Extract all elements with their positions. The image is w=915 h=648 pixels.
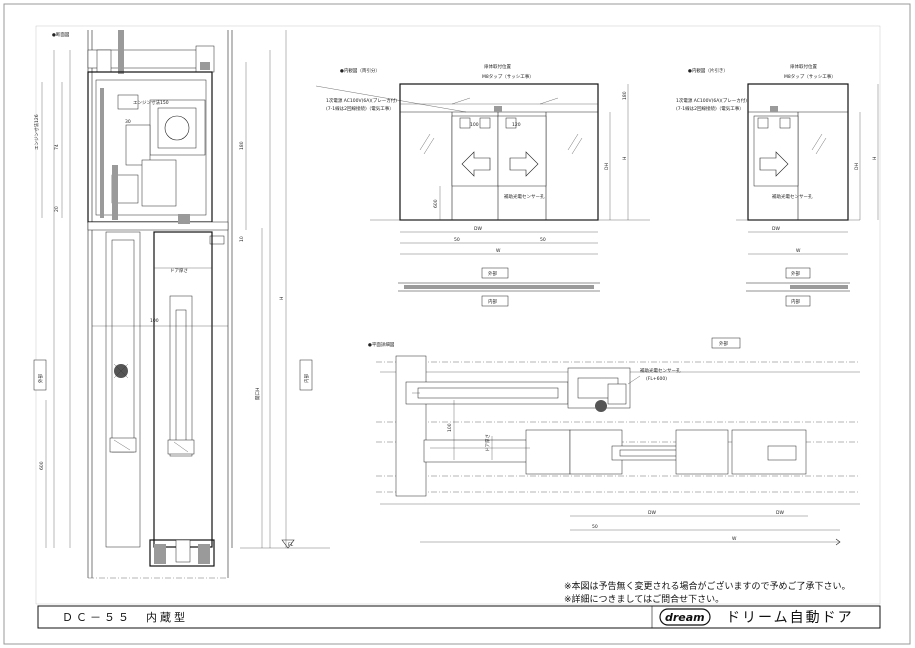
dim-180-label: 180 bbox=[239, 141, 245, 150]
elev-double-w: W bbox=[496, 248, 501, 254]
elev-double-180: 180 bbox=[622, 91, 628, 100]
plan-dim-50: 50 bbox=[592, 524, 598, 530]
dim-100-label: 100 bbox=[150, 318, 159, 324]
plan-dim-100: 100 bbox=[447, 423, 453, 432]
dream-logo-text: dream bbox=[665, 611, 705, 624]
brand-name: ドリーム自動ドア bbox=[726, 610, 854, 626]
dim-10-label: 10 bbox=[239, 236, 245, 242]
floor-line-label: FL bbox=[288, 542, 294, 548]
elev-single-w: W bbox=[796, 248, 801, 254]
elev-single-power-2: (7-1線は2回線接続)（電気工事） bbox=[676, 105, 744, 112]
elev-double-m8: M8タップ（サッシ工事） bbox=[482, 73, 534, 80]
elev-double-dim-100: 100 bbox=[470, 122, 479, 128]
note-line-1: ※本図は予告無く変更される場合がございますので予めご了承下さい。 bbox=[564, 580, 851, 592]
plan-view-title: ●平面詳細図 bbox=[368, 341, 395, 348]
section-view-title: ●断面図 bbox=[52, 31, 70, 38]
dim-20-label: 20 bbox=[54, 206, 60, 212]
elev-double-dim-50a: 50 bbox=[454, 237, 460, 243]
elev-double-dh: DH bbox=[604, 163, 610, 170]
dim-74-label: 74 bbox=[54, 144, 60, 150]
section-outside-label: 外部 bbox=[37, 374, 44, 383]
drawing-inner-frame bbox=[35, 25, 881, 605]
elev-single-dw: DW bbox=[772, 226, 780, 232]
elev-double-aux: 補助光電センサー孔 bbox=[504, 193, 545, 200]
elev-single-title: ●内観図（片引き） bbox=[688, 67, 728, 74]
engine-dim-label: エンジン寸法126 bbox=[33, 114, 40, 150]
title-block: ＤＣ－５５ 内蔵型 dream ドリーム自動ドア bbox=[37, 605, 881, 629]
elev-single-m8: M8タップ（サッシ工事） bbox=[784, 73, 836, 80]
elev-double-dim-120: 120 bbox=[512, 122, 521, 128]
elev-single-power-1: 1次電源 AC100V(6A)(ブレーカ付) bbox=[676, 97, 747, 104]
elev-double-outside: 外部 bbox=[488, 270, 497, 277]
section-inside-label: 内部 bbox=[303, 374, 310, 383]
elev-double-sensor-pos: 扉体取付位置 bbox=[484, 63, 511, 70]
plan-door-thickness: ドア厚さ bbox=[484, 434, 491, 452]
dim-600-label: 600 bbox=[39, 461, 45, 470]
plan-outside-label: 外部 bbox=[719, 340, 728, 347]
elev-double-power-1: 1次電源 AC100V(6A)(ブレーカ付) bbox=[326, 97, 397, 104]
plan-w: W bbox=[732, 536, 737, 542]
engine-size-label: エンジン寸法150 bbox=[133, 99, 169, 106]
plan-dw-2: DW bbox=[776, 510, 784, 516]
plan-view: ●平面詳細図 外部 補助光電センサー孔 (FL+600) 100 bbox=[368, 337, 860, 546]
plan-dw-1: DW bbox=[648, 510, 656, 516]
elev-single-dh: DH bbox=[854, 163, 860, 170]
elev-single-aux: 補助光電センサー孔 bbox=[772, 193, 813, 200]
elev-double-600: 600 bbox=[433, 199, 439, 208]
section-view: ●断面図 エンジン寸法150 30 エンジン寸法126 74 bbox=[33, 30, 330, 579]
elev-single-h: H bbox=[872, 157, 878, 160]
elev-double-h: H bbox=[622, 157, 628, 160]
elev-double-inside: 内部 bbox=[488, 298, 497, 305]
dream-logo bbox=[659, 608, 711, 626]
dim-H-label: H bbox=[279, 297, 285, 300]
plan-aux-sensor: 補助光電センサー孔 bbox=[640, 367, 681, 374]
elev-double-dw: DW bbox=[474, 226, 482, 232]
elev-double-power-2: (7-1線は2回線接続)（電気工事） bbox=[326, 105, 394, 112]
model-title: ＤＣ－５５ 内蔵型 bbox=[62, 610, 188, 624]
elev-double-dim-50b: 50 bbox=[540, 237, 546, 243]
plan-fl-600: (FL+600) bbox=[646, 376, 667, 382]
elev-single-sensor-pos: 扉体取付位置 bbox=[790, 63, 817, 70]
note-line-2: ※詳細につきましてはご問合せ下さい。 bbox=[564, 593, 724, 605]
elev-single-outside: 外部 bbox=[791, 270, 800, 277]
elev-single-inside: 内部 bbox=[791, 298, 800, 305]
elevation-double: ●内観図（両引分） 扉体取付位置 M8タップ（サッシ工事） 1次電源 AC100… bbox=[315, 63, 650, 307]
elev-double-title: ●内観図（両引分） bbox=[340, 67, 380, 74]
elevation-single: ●内観図（片引き） 扉体取付位置 M8タップ（サッシ工事） 1次電源 AC100… bbox=[676, 63, 879, 307]
door-open-h-label: 開口H bbox=[255, 388, 261, 400]
dim-30-label: 30 bbox=[125, 119, 131, 125]
door-thickness-label: ドア厚さ bbox=[170, 267, 188, 274]
